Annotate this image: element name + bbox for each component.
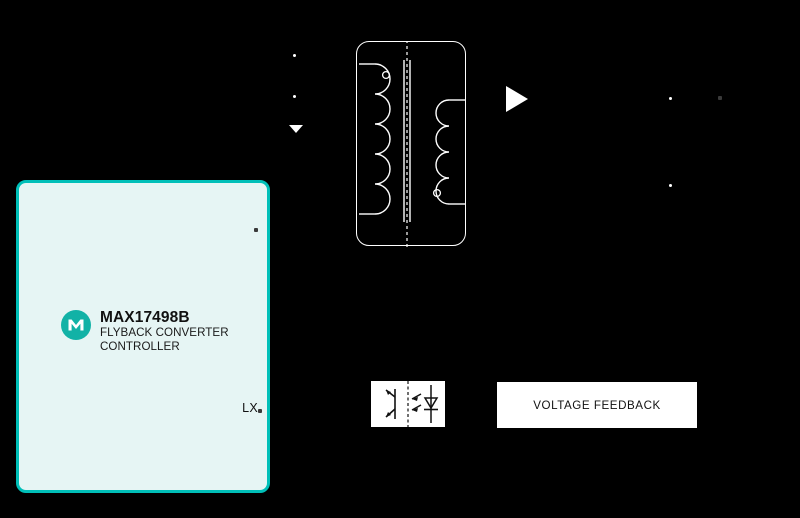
node-dot-input-upper [293,54,296,57]
controller-identity: MAX17498B FLYBACK CONVERTER CONTROLLER [61,308,238,354]
phototransistor-arrow-top [386,390,391,395]
optocoupler [371,381,445,427]
flyback-transformer [356,41,466,247]
node-dot-input-lower [293,95,296,98]
node-dot-lx [254,228,258,232]
pin-label-lx: LX [242,401,258,415]
controller-description-line1: FLYBACK CONVERTER [100,326,229,339]
voltage-feedback-label: VOLTAGE FEEDBACK [533,398,661,412]
led-triangle [423,397,439,410]
controller-description-line2: CONTROLLER [100,340,180,354]
maxim-integrated-logo-icon [61,310,91,340]
led-emission-arrow-top [412,397,418,401]
input-ground-arrow-icon [289,125,303,133]
node-dot-output-upper-right [718,96,722,100]
controller-part-number: MAX17498B [100,309,190,326]
controller-text: MAX17498B FLYBACK CONVERTER CONTROLLER [100,308,238,354]
voltage-feedback-block: VOLTAGE FEEDBACK [497,382,697,428]
transformer-primary-dot [381,70,391,80]
output-rectifier-diode-icon [506,86,528,112]
transformer-secondary-dot [432,188,442,198]
led-emission-arrow-bottom [412,408,418,412]
node-dot-output-upper-left [669,97,672,100]
controller-ic-block: MAX17498B FLYBACK CONVERTER CONTROLLER L… [16,180,270,493]
controller-description: FLYBACK CONVERTER CONTROLLER [100,326,238,354]
node-dot-ea [258,409,262,413]
node-dot-output-lower [669,184,672,187]
phototransistor-arrow-bottom [386,412,391,417]
